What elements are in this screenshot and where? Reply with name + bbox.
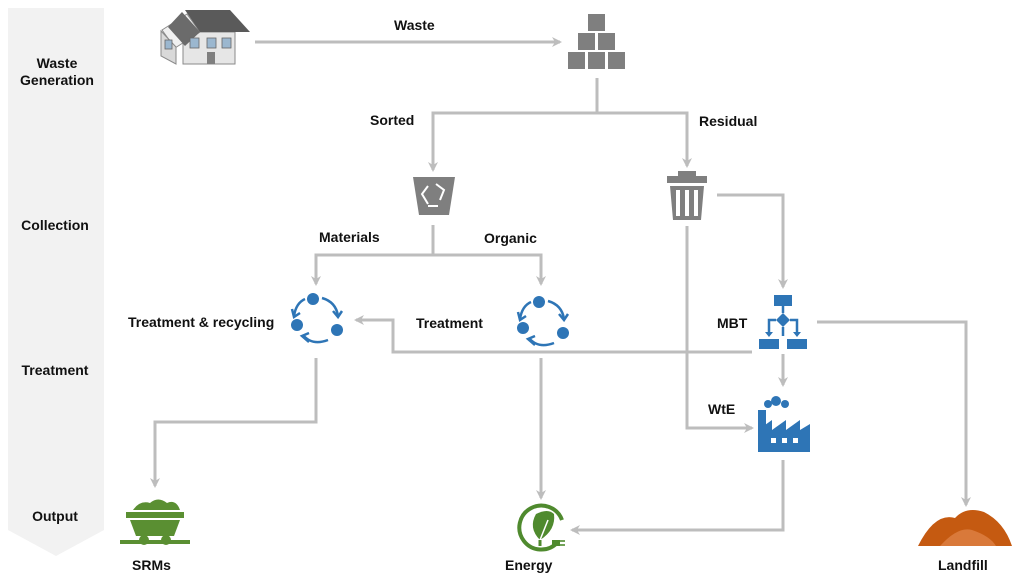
- node-label-srms: SRMs: [132, 557, 171, 573]
- boxes-icon: [568, 14, 625, 69]
- arrow-recycling-srms: [150, 358, 318, 488]
- arrow-trash-wte: [685, 226, 754, 433]
- flowchart-icon: [759, 295, 807, 349]
- node-label-energy: Energy: [505, 557, 553, 573]
- arrow-mbt-landfill: [817, 320, 971, 507]
- leaf-plug-icon: [517, 503, 565, 552]
- landfill-mound-icon: [918, 510, 1012, 546]
- arrow-organic: [433, 253, 546, 286]
- edge-label-organic: Organic: [484, 230, 537, 246]
- arrow-sorted: [428, 78, 599, 172]
- arrow-residual: [597, 111, 692, 168]
- arrow-wte-energy: [570, 460, 785, 535]
- trash-bin-icon: [667, 171, 707, 220]
- stage-band: [8, 8, 104, 556]
- edge-label-residual: Residual: [699, 113, 758, 129]
- house-icon: [160, 10, 250, 65]
- node-label-treatment-recycling: Treatment & recycling: [128, 314, 275, 330]
- factory-icon: [758, 396, 810, 452]
- arrow-materials: [311, 225, 435, 286]
- node-label-landfill: Landfill: [938, 557, 988, 573]
- node-label-treatment: Treatment: [416, 315, 483, 331]
- node-label-mbt: MBT: [717, 315, 748, 331]
- edge-label-materials: Materials: [319, 229, 380, 245]
- recycle-bin-icon: [413, 177, 455, 215]
- cycle-icon: [516, 296, 570, 347]
- cycle-icon: [290, 293, 344, 344]
- edge-label-sorted: Sorted: [370, 112, 415, 128]
- stage-label-treatment: Treatment: [21, 362, 89, 378]
- arrow-mbt-recycling: [354, 315, 752, 354]
- stage-label-output: Output: [32, 508, 78, 524]
- connectors: [150, 37, 971, 535]
- arrow-trash-mbt: [717, 193, 788, 289]
- stage-label-waste-generation: Waste Generation: [20, 55, 94, 88]
- edge-label-wte: WtE: [708, 401, 736, 417]
- stage-label-collection: Collection: [21, 217, 89, 233]
- mine-cart-icon: [120, 499, 190, 545]
- edge-label-waste: Waste: [394, 17, 435, 33]
